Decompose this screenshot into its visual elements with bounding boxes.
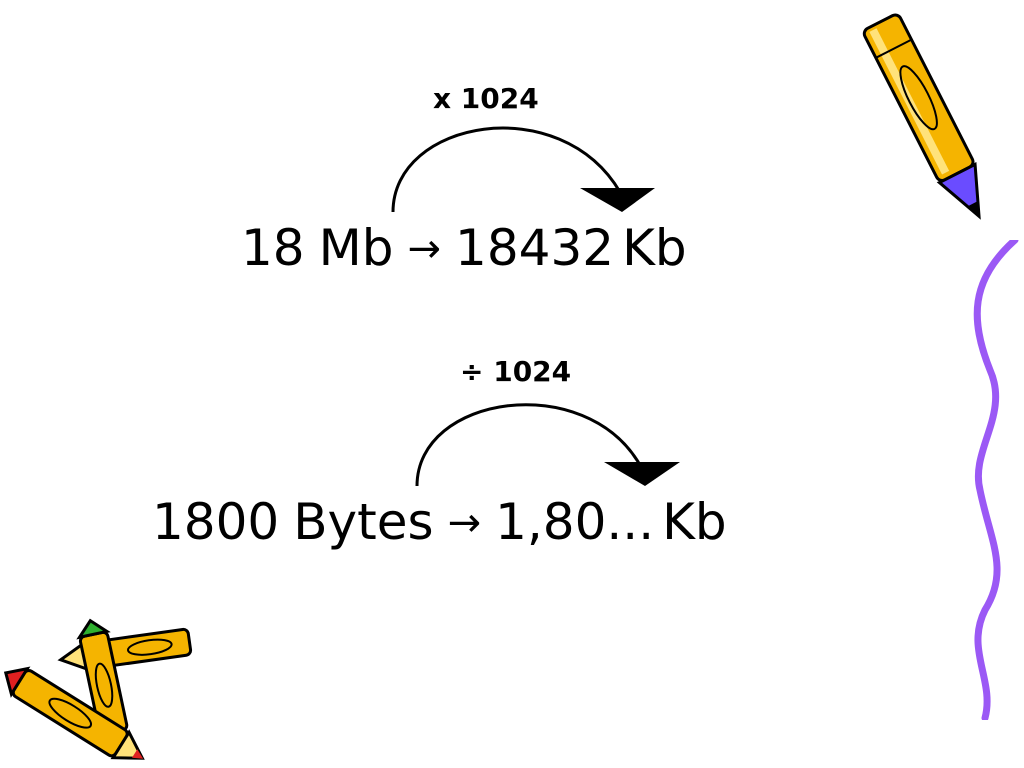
arc-arrowhead-divide: [604, 462, 680, 486]
from-value: 1800: [152, 493, 280, 551]
from-value: 18: [241, 219, 305, 277]
arc-arrow-multiply: [391, 126, 622, 213]
from-unit: Bytes: [293, 493, 434, 551]
arc-arrowhead-multiply: [580, 188, 655, 212]
arc-arrow-divide: [415, 403, 642, 487]
from-unit: Mb: [318, 219, 394, 277]
to-unit: Kb: [622, 219, 687, 277]
to-value: 1,80...: [495, 493, 655, 551]
wavy-line-icon: [973, 240, 1019, 720]
equation-bytes-to-kb: 1800 Bytes → 1,80... Kb: [152, 497, 727, 547]
to-value: 18432: [455, 219, 615, 277]
crossed-pencils-icon: [3, 618, 193, 760]
operation-label-divide: ÷ 1024: [460, 355, 572, 388]
equation-mb-to-kb: 18 Mb → 18432 Kb: [241, 223, 687, 273]
pencil-icon: [862, 13, 981, 220]
right-arrow-icon: →: [407, 226, 442, 272]
right-arrow-icon: →: [447, 500, 482, 546]
operation-label-multiply: x 1024: [433, 82, 539, 115]
to-unit: Kb: [662, 493, 727, 551]
